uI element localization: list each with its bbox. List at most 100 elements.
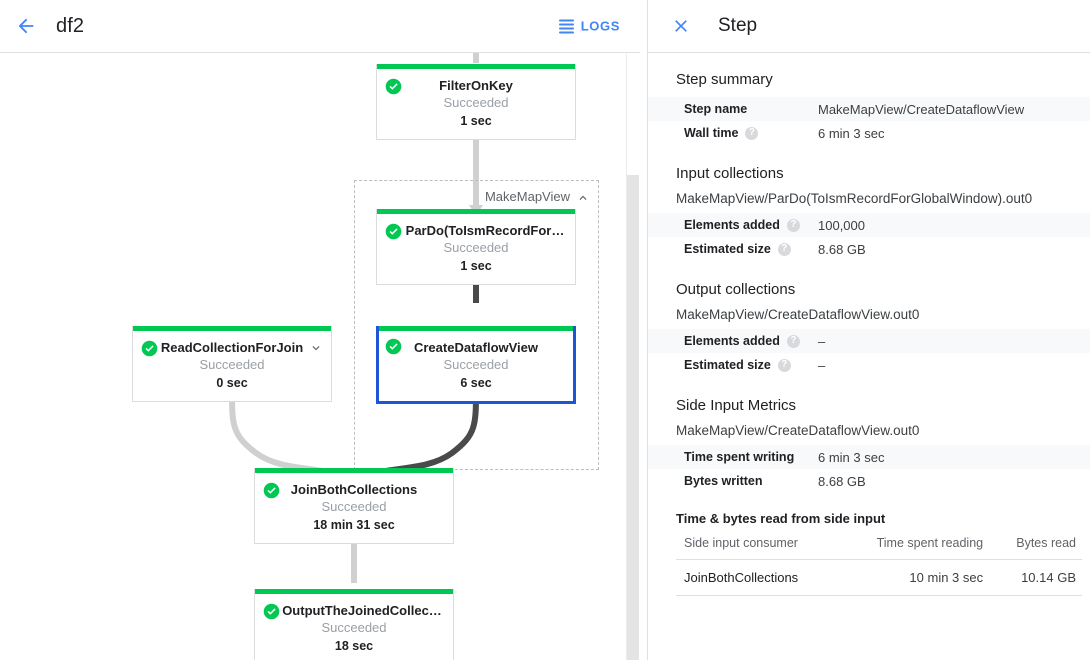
- detail-value: –: [818, 357, 826, 373]
- check-circle-icon: [141, 340, 158, 357]
- graph-node-output-the-joined-collection[interactable]: OutputTheJoinedCollec… Succeeded 18 sec: [254, 589, 454, 660]
- help-icon[interactable]: ?: [786, 334, 800, 348]
- graph-node-join-both-collections[interactable]: JoinBothCollections Succeeded 18 min 31 …: [254, 468, 454, 544]
- node-status-bar: [133, 326, 331, 331]
- section-side-input-metrics-heading: Side Input Metrics: [676, 397, 797, 414]
- node-body: JoinBothCollections Succeeded 18 min 31 …: [255, 473, 453, 543]
- detail-key-label: Elements added: [684, 334, 780, 348]
- column-header-bytes-read[interactable]: Bytes read: [989, 532, 1082, 560]
- help-icon[interactable]: ?: [777, 242, 791, 256]
- logs-button[interactable]: LOGS: [553, 13, 626, 40]
- check-circle-icon: [385, 78, 402, 95]
- back-button[interactable]: [6, 6, 46, 46]
- output-collection-name: MakeMapView/CreateDataflowView.out0: [676, 307, 920, 322]
- detail-key-label: Wall time: [684, 126, 739, 140]
- node-status-bar: [377, 209, 575, 214]
- node-title: JoinBothCollections: [290, 482, 418, 497]
- help-icon[interactable]: ?: [786, 218, 800, 232]
- detail-row-time-spent-writing: Time spent writing 6 min 3 sec: [648, 445, 1090, 469]
- node-status: Succeeded: [321, 620, 387, 635]
- logs-button-label: LOGS: [580, 18, 620, 34]
- detail-key-label: Estimated size: [684, 242, 771, 256]
- node-status-bar: [377, 64, 575, 69]
- graph-node-pardo-to-ism-record[interactable]: ParDo(ToIsmRecordFor… Succeeded 1 sec: [376, 209, 576, 285]
- detail-key-label: Time spent writing: [684, 450, 795, 464]
- panel-header: Step: [648, 0, 1090, 53]
- detail-row-bytes-written: Bytes written 8.68 GB: [648, 469, 1090, 493]
- detail-key-label: Step name: [684, 102, 748, 116]
- detail-value: –: [818, 333, 826, 349]
- node-status: Succeeded: [443, 95, 509, 110]
- graph-node-create-dataflow-view[interactable]: CreateDataflowView Succeeded 6 sec: [376, 326, 576, 404]
- cell-time-spent-reading: 10 min 3 sec: [837, 559, 990, 596]
- detail-row-output-estimated-size: Estimated size ? –: [648, 353, 1090, 377]
- detail-value: 100,000: [818, 217, 865, 233]
- node-body: OutputTheJoinedCollec… Succeeded 18 sec: [255, 594, 453, 660]
- panel-body: Step summary Step name MakeMapView/Creat…: [648, 53, 1090, 596]
- column-header-side-input-consumer[interactable]: Side input consumer: [676, 532, 838, 560]
- detail-key: Elements added ?: [648, 334, 818, 348]
- table-header-row: Side input consumer Time spent reading B…: [676, 532, 1082, 560]
- node-status-bar: [379, 326, 573, 331]
- table-body: JoinBothCollections 10 min 3 sec 10.14 G…: [676, 559, 1082, 596]
- help-icon[interactable]: ?: [777, 358, 791, 372]
- detail-value: 6 min 3 sec: [818, 449, 885, 465]
- node-time: 18 min 31 sec: [313, 518, 395, 532]
- detail-key-label: Elements added: [684, 218, 780, 232]
- node-title: ParDo(ToIsmRecordFor…: [405, 223, 565, 238]
- detail-row-input-elements-added: Elements added ? 100,000: [648, 213, 1090, 237]
- detail-key: Estimated size ?: [648, 358, 818, 372]
- detail-key: Elements added ?: [648, 218, 818, 232]
- close-icon: [675, 20, 687, 32]
- composite-group-makemapview[interactable]: MakeMapView: [354, 180, 599, 470]
- detail-key: Wall time ?: [648, 126, 818, 140]
- node-title: OutputTheJoinedCollec…: [282, 603, 442, 618]
- detail-key: Step name: [648, 102, 818, 116]
- detail-key-label: Bytes written: [684, 474, 763, 488]
- cell-bytes-read: 10.14 GB: [989, 559, 1082, 596]
- graph-node-filter-on-key[interactable]: FilterOnKey Succeeded 1 sec: [376, 64, 576, 140]
- step-details-panel: Step Step summary Step name MakeMapView/…: [648, 0, 1090, 660]
- side-input-collection-name: MakeMapView/CreateDataflowView.out0: [676, 423, 920, 438]
- node-status: Succeeded: [443, 240, 509, 255]
- chevron-up-icon[interactable]: [576, 191, 590, 205]
- job-graph-pane: df2 LOGS: [0, 0, 640, 660]
- check-circle-icon: [263, 603, 280, 620]
- detail-value: 6 min 3 sec: [818, 125, 885, 141]
- edge-readcollection-to-join: [229, 387, 336, 476]
- page-title: df2: [56, 14, 85, 37]
- detail-value: MakeMapView/CreateDataflowView: [818, 101, 1025, 117]
- graph-canvas[interactable]: MakeMapView FilterOnKey Succeeded 1 sec: [0, 53, 640, 660]
- panel-title: Step: [718, 15, 758, 36]
- node-title: ReadCollectionForJoin: [160, 340, 304, 355]
- section-input-collections-heading: Input collections: [676, 165, 784, 182]
- graph-node-read-collection-for-join[interactable]: ReadCollectionForJoin Succeeded 0 sec: [132, 326, 332, 402]
- node-body: CreateDataflowView Succeeded 6 sec: [379, 331, 573, 401]
- detail-key: Time spent writing: [648, 450, 818, 464]
- check-circle-icon: [385, 223, 402, 240]
- node-time: 18 sec: [334, 639, 374, 653]
- close-panel-button[interactable]: [666, 11, 696, 41]
- node-body: ReadCollectionForJoin Succeeded 0 sec: [133, 331, 331, 401]
- top-bar: df2 LOGS: [0, 0, 640, 53]
- input-collection-name: MakeMapView/ParDo(ToIsmRecordForGlobalWi…: [676, 191, 1033, 206]
- logs-list-icon: [558, 19, 574, 33]
- graph-scrollbar-track[interactable]: [626, 53, 640, 660]
- column-header-time-spent-reading[interactable]: Time spent reading: [837, 532, 990, 560]
- table-row[interactable]: JoinBothCollections 10 min 3 sec 10.14 G…: [676, 559, 1082, 596]
- composite-group-label: MakeMapView: [484, 189, 570, 204]
- chevron-down-icon[interactable]: [309, 341, 323, 355]
- detail-row-output-elements-added: Elements added ? –: [648, 329, 1090, 353]
- graph-scrollbar-thumb[interactable]: [627, 175, 639, 660]
- cell-side-input-consumer: JoinBothCollections: [676, 559, 838, 596]
- pane-divider: [647, 0, 648, 660]
- node-time: 6 sec: [460, 376, 492, 390]
- detail-row-wall-time: Wall time ? 6 min 3 sec: [648, 121, 1090, 145]
- detail-value: 8.68 GB: [818, 241, 866, 257]
- node-body: ParDo(ToIsmRecordFor… Succeeded 1 sec: [377, 214, 575, 284]
- table-head: Side input consumer Time spent reading B…: [676, 532, 1082, 560]
- detail-key-label: Estimated size: [684, 358, 771, 372]
- help-icon[interactable]: ?: [745, 126, 759, 140]
- node-time: 1 sec: [460, 114, 492, 128]
- detail-row-input-estimated-size: Estimated size ? 8.68 GB: [648, 237, 1090, 261]
